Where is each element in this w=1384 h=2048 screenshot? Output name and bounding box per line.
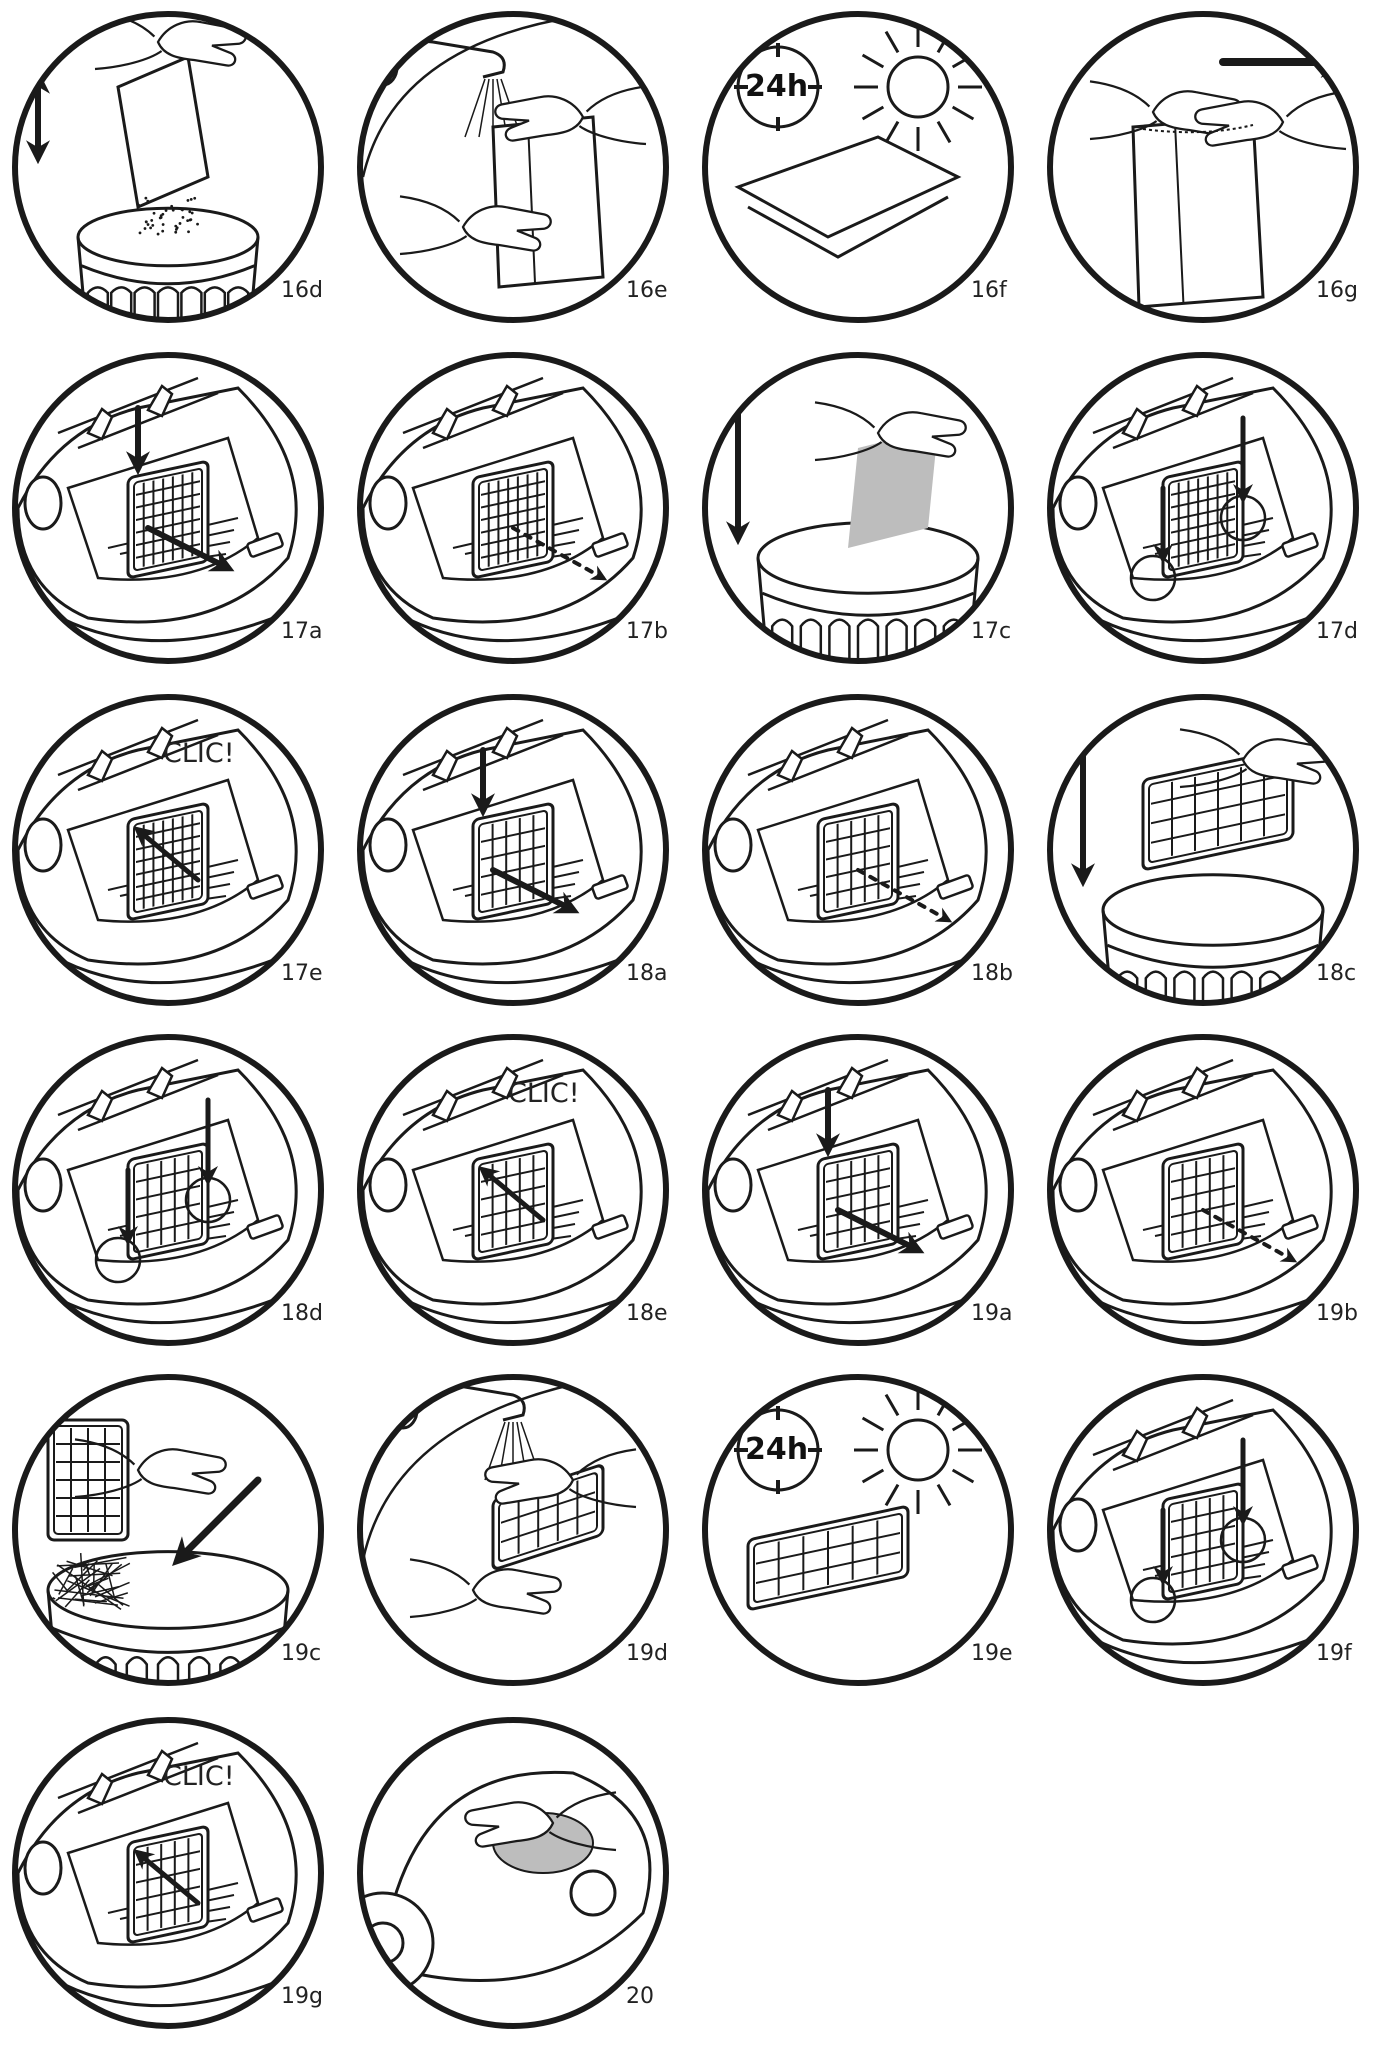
filter-icon — [128, 803, 208, 920]
instruction-panel — [1050, 14, 1356, 320]
filter-icon — [128, 1826, 208, 1943]
step-label: 17d — [1316, 621, 1358, 643]
instruction-panel — [1050, 1377, 1356, 1683]
bin-icon — [1103, 875, 1323, 1015]
clic-text: CLIC! — [508, 1080, 580, 1107]
filter-icon — [748, 1506, 908, 1610]
filter-icon — [818, 1143, 898, 1260]
filter-icon — [473, 1143, 553, 1260]
sun-icon — [854, 1386, 982, 1514]
step-label: 18a — [626, 963, 667, 985]
instruction-panel — [705, 14, 1011, 320]
timer-text: 24h — [745, 1435, 808, 1465]
filter-icon — [818, 803, 898, 920]
instruction-panel — [705, 697, 1011, 1003]
instruction-panel — [1050, 355, 1356, 661]
step-label: 16g — [1316, 280, 1358, 302]
instruction-panel — [360, 14, 666, 320]
instruction-panel — [15, 355, 321, 661]
step-label: 18b — [971, 963, 1013, 985]
sun-icon — [854, 23, 982, 151]
bag-icon — [1133, 117, 1263, 307]
step-label: 19g — [281, 1986, 323, 2008]
instruction-panel — [15, 1037, 321, 1343]
instruction-panel — [333, 1720, 666, 2026]
step-label: 17b — [626, 621, 668, 643]
step-label: 19f — [1316, 1643, 1352, 1665]
filter-icon — [128, 461, 208, 578]
instruction-panel — [360, 697, 666, 1003]
step-label: 19b — [1316, 1303, 1358, 1325]
step-label: 19c — [281, 1643, 321, 1665]
filter-icon — [1163, 1483, 1243, 1600]
instruction-panel — [15, 11, 321, 322]
bag-icon — [493, 117, 603, 287]
instruction-panel — [705, 355, 1011, 663]
step-label: 16e — [626, 280, 668, 302]
bag-icon — [118, 57, 208, 207]
instruction-panel — [705, 1377, 1011, 1683]
clic-text: CLIC! — [163, 740, 235, 767]
step-label: 18e — [626, 1303, 668, 1325]
filter-icon — [48, 1420, 128, 1540]
filter-icon — [128, 1143, 208, 1260]
filter-icon — [473, 461, 553, 578]
filter-icon — [473, 803, 553, 920]
step-label: 16f — [971, 280, 1007, 302]
filter-icon — [1163, 461, 1243, 578]
step-label: 17a — [281, 621, 322, 643]
instruction-panel — [1050, 1037, 1356, 1343]
step-label: 17c — [971, 621, 1011, 643]
step-label: 16d — [281, 280, 323, 302]
instruction-panel — [705, 1037, 1011, 1343]
instruction-panel — [15, 1377, 321, 1704]
filter-icon — [1163, 1143, 1243, 1260]
timer-text: 24h — [745, 72, 808, 102]
bag-icon — [738, 137, 958, 237]
instruction-panel — [360, 1377, 666, 1683]
step-label: 19e — [971, 1643, 1013, 1665]
hand-icon — [410, 1559, 561, 1617]
step-label: 20 — [626, 1986, 654, 2008]
instruction-panel — [360, 355, 666, 661]
faucet-icon — [369, 41, 521, 137]
step-label: 17e — [281, 963, 323, 985]
vacuum-cleaner-icon — [333, 1772, 650, 1993]
clic-text: CLIC! — [163, 1763, 235, 1790]
step-label: 18d — [281, 1303, 323, 1325]
step-label: 19d — [626, 1643, 668, 1665]
bin-icon — [758, 523, 978, 663]
step-label: 19a — [971, 1303, 1012, 1325]
step-label: 18c — [1316, 963, 1356, 985]
arrow-icon — [178, 1480, 258, 1560]
instruction-panel — [1050, 697, 1356, 1015]
